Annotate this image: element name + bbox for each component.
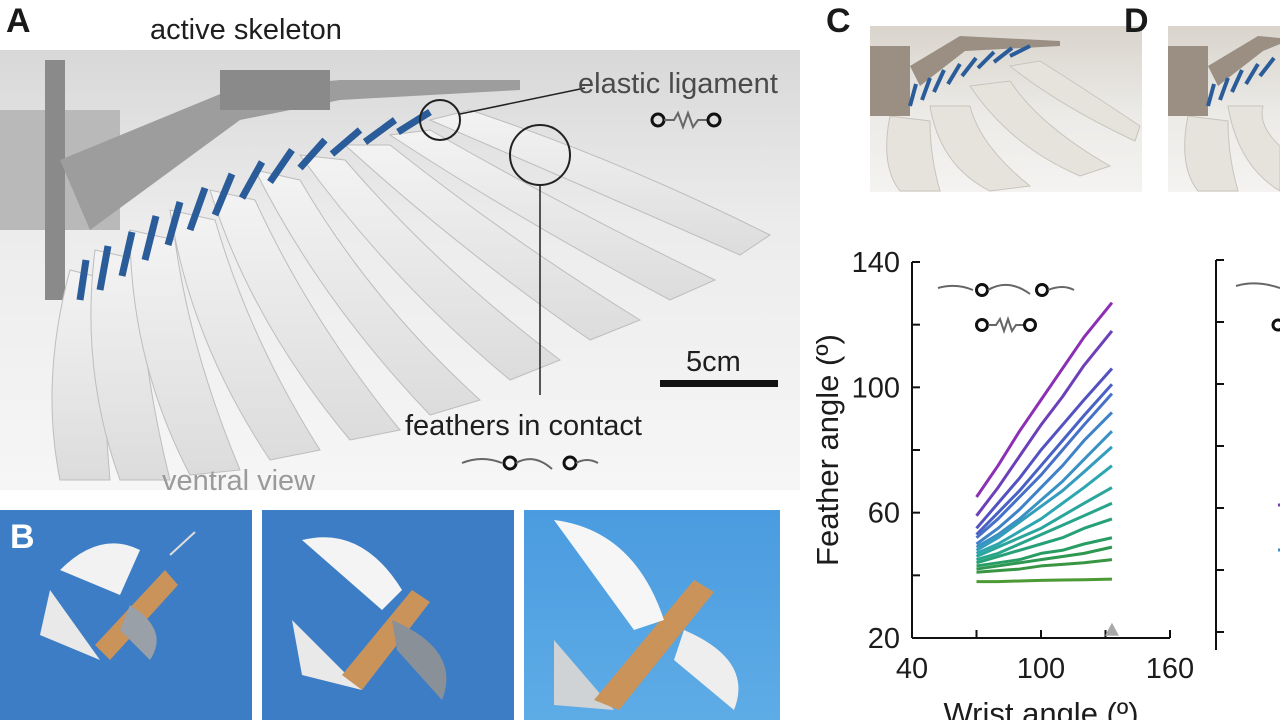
- wing-thumbnail-c: [870, 26, 1142, 192]
- chart-c-y-tick-label: 140: [852, 247, 900, 279]
- robot-bird-illustration: [292, 537, 447, 700]
- feathers-in-contact-label: feathers in contact: [405, 410, 642, 442]
- wing-thumbnail-illustration: [870, 36, 1141, 192]
- chart-c-x-axis-label: Wrist angle (º): [943, 696, 1138, 720]
- chart-c-y-tick-label: 100: [852, 372, 900, 404]
- ligament-leader-line: [459, 87, 586, 115]
- wing-illustration: [0, 60, 778, 481]
- chart-c-y-axis-label: Feather angle (º): [810, 334, 845, 566]
- chart-c-series-line-5: [975, 392, 1114, 539]
- flight-photo-1: [0, 510, 252, 720]
- chart-c-series-line-14: [976, 545, 1113, 571]
- wing-thumbnail-illustration: [1168, 36, 1280, 192]
- active-skeleton-label: active skeleton: [150, 14, 342, 46]
- panel-c-letter: C: [826, 2, 851, 40]
- chart-c-series-line-12: [976, 517, 1113, 565]
- contact-legend-icon: [937, 283, 1075, 297]
- feather-fan: [51, 109, 771, 481]
- robot-bird-illustration: [40, 531, 196, 660]
- ligament-legend-icon: [975, 315, 1037, 335]
- robot-bird-illustration: [554, 520, 739, 710]
- skeleton-arm: [60, 80, 520, 230]
- chart-c-series-line-13: [976, 536, 1113, 568]
- scale-bar: [660, 380, 778, 387]
- panel-b-letter: B: [10, 518, 35, 556]
- feather-roots: [76, 109, 432, 301]
- chart-c-series-line-1: [975, 301, 1114, 498]
- elastic-ligament-icon: [650, 110, 722, 130]
- robot-wing-photo: [0, 50, 800, 490]
- wing-thumbnail-d: [1168, 26, 1280, 192]
- chart-c-series-line-15: [976, 558, 1113, 574]
- flight-photo-3: [524, 510, 780, 720]
- chart-c-x-tick-label: 160: [1146, 653, 1194, 685]
- chart-c-series-line-8: [975, 445, 1113, 552]
- chart-c-x-tick-label: 100: [1017, 653, 1065, 685]
- chart-c-series: [975, 301, 1119, 636]
- flight-photo-2: [262, 510, 514, 720]
- chart-c-series-line-16: [976, 577, 1112, 584]
- panel-a-letter: A: [6, 2, 31, 40]
- panel-a: A active skeleton elastic ligament 5cm f…: [0, 0, 800, 500]
- chart-c-y-tick-label: 20: [868, 623, 900, 655]
- chart-c-series-line-10: [975, 486, 1113, 558]
- skeleton-servo: [220, 70, 330, 110]
- chart-c-series-line-3: [975, 367, 1114, 530]
- chart-c-y-tick-label: 60: [868, 498, 900, 530]
- chart-c-series-line-2: [975, 329, 1114, 517]
- mount-post: [45, 60, 65, 300]
- feathers-in-contact-icon: [461, 455, 599, 471]
- chart-c-series-line-9: [975, 464, 1113, 555]
- chart-c-series-line-11: [976, 501, 1113, 562]
- ventral-view-label: ventral view: [162, 465, 316, 497]
- ligament-callout-circle: [419, 99, 461, 141]
- elastic-ligament-label: elastic ligament: [578, 68, 778, 100]
- chart-c-series-line-6: [975, 411, 1114, 546]
- panel-d-letter: D: [1124, 2, 1149, 40]
- chart-c-x-tick-label: 40: [896, 653, 928, 685]
- chart-c-wrist-limit-marker: [1104, 622, 1119, 636]
- chart-c-series-line-4: [975, 383, 1114, 536]
- chart-c-series-line-7: [975, 430, 1114, 549]
- scale-bar-label: 5cm: [686, 346, 741, 378]
- chart-d-partial: [1215, 259, 1280, 650]
